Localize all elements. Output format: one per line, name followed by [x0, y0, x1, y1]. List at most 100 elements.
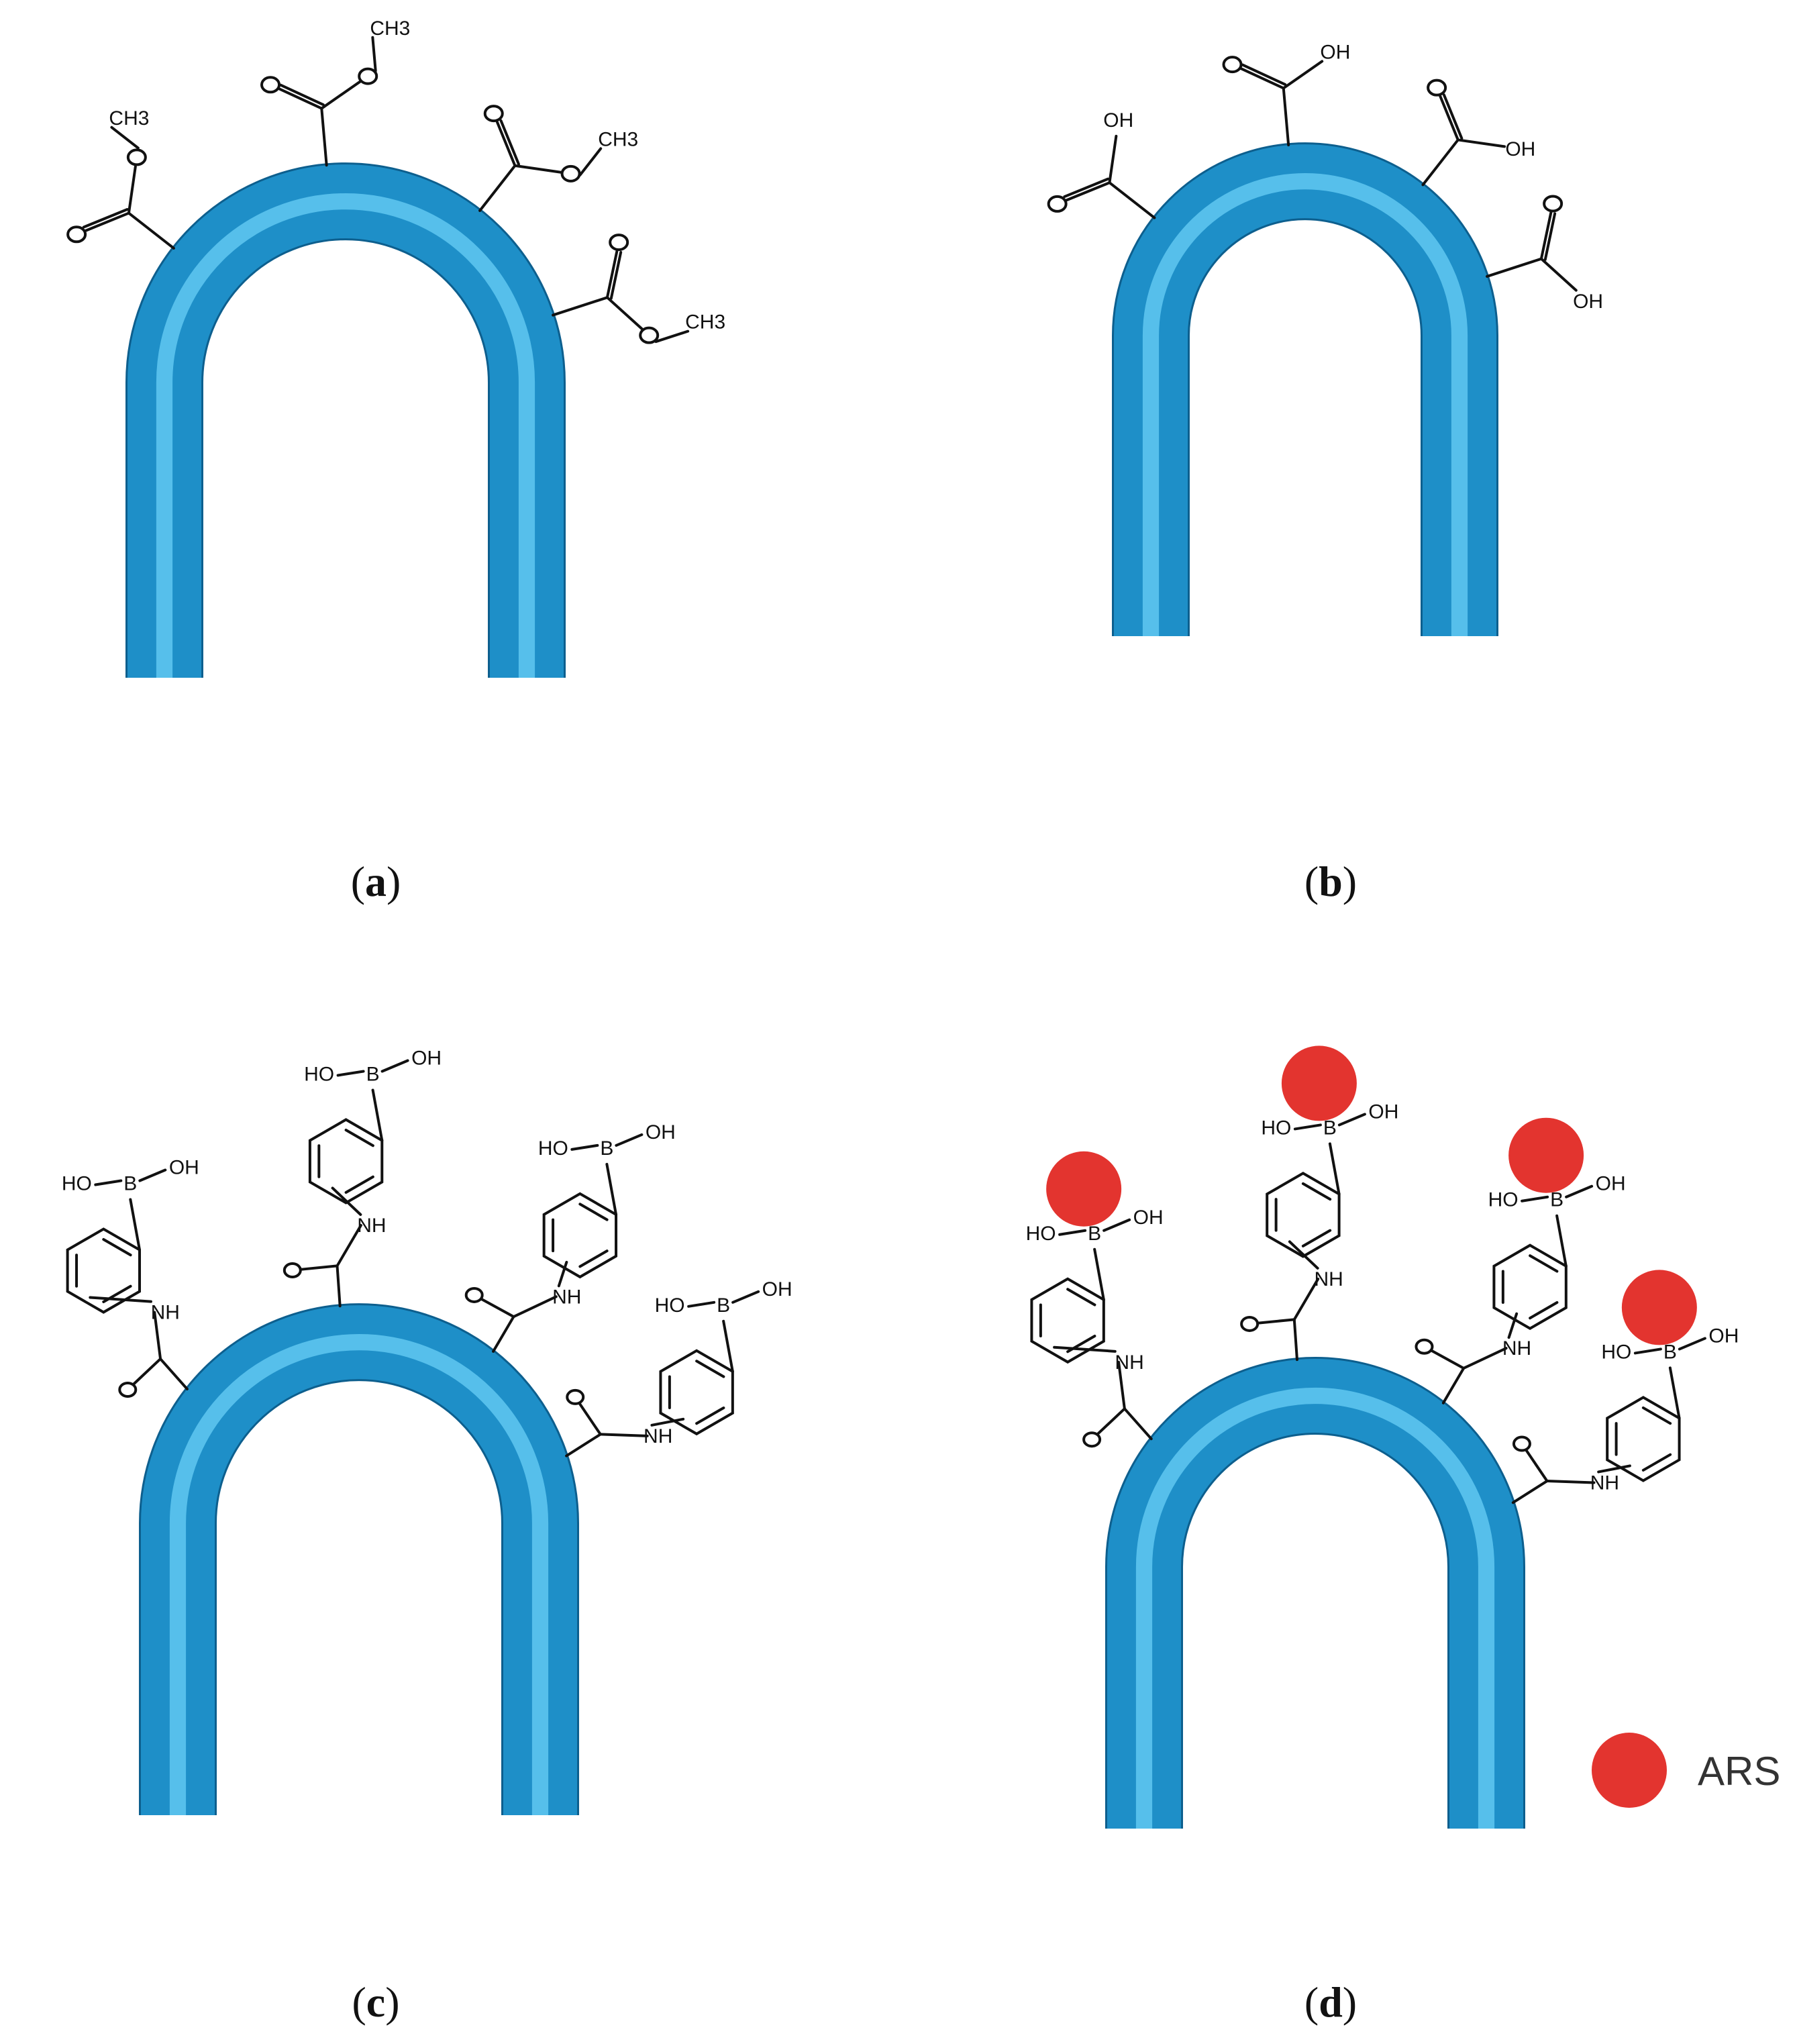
aromatic-bond	[344, 1175, 374, 1194]
amide-bond	[492, 1315, 515, 1353]
tube-highlight	[1142, 172, 1468, 636]
oxygen-atom	[1222, 56, 1243, 74]
double-bond	[1063, 177, 1110, 199]
amide-bond	[1123, 1407, 1153, 1441]
aromatic-bond	[578, 1203, 609, 1221]
ring-bond	[1597, 1464, 1631, 1474]
oxygen-atom	[118, 1381, 138, 1398]
double-bond	[1064, 181, 1111, 202]
boron-bond	[1555, 1214, 1568, 1268]
double-bond	[1241, 63, 1287, 86]
boron-label: B	[717, 1294, 730, 1317]
ars-marker	[1621, 1270, 1697, 1345]
single-bond	[371, 36, 377, 72]
single-bond	[110, 125, 140, 150]
aromatic-bond	[1529, 1254, 1559, 1273]
oxygen-atom	[1543, 195, 1563, 213]
boron-label: B	[600, 1137, 613, 1160]
oh-label: OH	[1708, 1325, 1739, 1347]
benzene-ring	[308, 1118, 384, 1205]
double-bond	[277, 87, 323, 110]
carbonyl-bond	[552, 296, 609, 317]
single-bond	[1108, 134, 1118, 185]
aromatic-bond	[102, 1238, 132, 1257]
b-oh-bond	[1633, 1347, 1662, 1355]
amide-bond	[565, 1433, 602, 1458]
caption-b: (b)	[1304, 858, 1357, 905]
ho-label: HO	[304, 1063, 334, 1085]
double-bond	[609, 251, 623, 300]
oxygen-atom	[1240, 1315, 1260, 1332]
oh-label: OH	[1596, 1173, 1626, 1195]
boron-bond	[1328, 1142, 1341, 1196]
amide-bond	[1292, 1277, 1320, 1321]
double-bond	[1256, 1318, 1296, 1325]
aromatic-bond	[695, 1407, 725, 1425]
oxygen-atom	[566, 1388, 585, 1405]
double-bond	[82, 208, 129, 229]
double-bond	[1442, 93, 1464, 140]
hydroxyl-label: OH	[1505, 138, 1535, 160]
aromatic-bond	[578, 1249, 609, 1268]
boron-label: B	[1663, 1341, 1677, 1363]
b-oh-bond	[615, 1133, 644, 1147]
double-bond	[578, 1402, 602, 1436]
amide-bond	[512, 1295, 558, 1319]
double-bond	[299, 1264, 339, 1271]
boron-bond	[605, 1162, 618, 1216]
b-oh-bond	[380, 1059, 409, 1073]
amide-bond	[1441, 1366, 1466, 1404]
amide-bond	[1545, 1480, 1596, 1484]
aromatic-bond	[1301, 1229, 1332, 1247]
double-bond	[1539, 211, 1553, 260]
ring-bond	[1053, 1345, 1117, 1353]
caption-a: (a)	[351, 858, 401, 905]
tube-highlight	[156, 193, 535, 678]
nh-label: NH	[1315, 1268, 1343, 1290]
b-oh-bond	[1102, 1218, 1131, 1232]
hydroxyl-label: OH	[1320, 42, 1350, 64]
carbonyl-bond	[478, 164, 517, 212]
amide-bond	[153, 1311, 162, 1361]
double-bond	[605, 250, 619, 299]
carbonyl-bond	[320, 107, 328, 167]
single-bond	[578, 147, 603, 176]
caption-c: (c)	[352, 1978, 399, 2026]
aromatic-bond	[695, 1360, 725, 1378]
double-bond	[480, 1297, 515, 1319]
aromatic-bond	[344, 1128, 374, 1147]
oh-label: OH	[411, 1047, 442, 1069]
carbonyl-bond	[1421, 138, 1459, 187]
oxygen-atom	[560, 164, 581, 183]
ring-bond	[650, 1417, 685, 1427]
ring-bond	[89, 1296, 152, 1303]
boron-label: B	[366, 1063, 380, 1085]
amide-bond	[336, 1223, 362, 1268]
legend: ARS	[1592, 1733, 1780, 1808]
b-oh-bond	[687, 1300, 716, 1308]
benzene-ring	[542, 1192, 618, 1279]
tube-body	[127, 164, 564, 678]
b-oh-bond	[138, 1168, 167, 1182]
ho-label: HO	[1026, 1223, 1056, 1245]
caption-d: (d)	[1304, 1978, 1357, 2026]
methyl-label: CH3	[685, 311, 725, 334]
b-oh-bond	[336, 1070, 365, 1077]
tube-body	[1107, 1359, 1523, 1829]
aromatic-bond	[1641, 1453, 1672, 1472]
boron-bond	[371, 1088, 384, 1142]
ho-label: HO	[1488, 1189, 1519, 1211]
oh-label: OH	[1368, 1101, 1398, 1123]
nh-label: NH	[644, 1425, 672, 1447]
carbonyl-bond	[1282, 87, 1290, 147]
oxygen-atom	[1047, 195, 1068, 213]
tube-highlight	[1135, 1387, 1495, 1829]
nh-label: NH	[151, 1302, 180, 1324]
b-oh-bond	[94, 1179, 123, 1186]
aromatic-bond	[1641, 1406, 1672, 1425]
nh-label: NH	[1115, 1351, 1143, 1374]
b-oh-bond	[570, 1143, 599, 1151]
oxygen-atom	[1512, 1435, 1531, 1452]
